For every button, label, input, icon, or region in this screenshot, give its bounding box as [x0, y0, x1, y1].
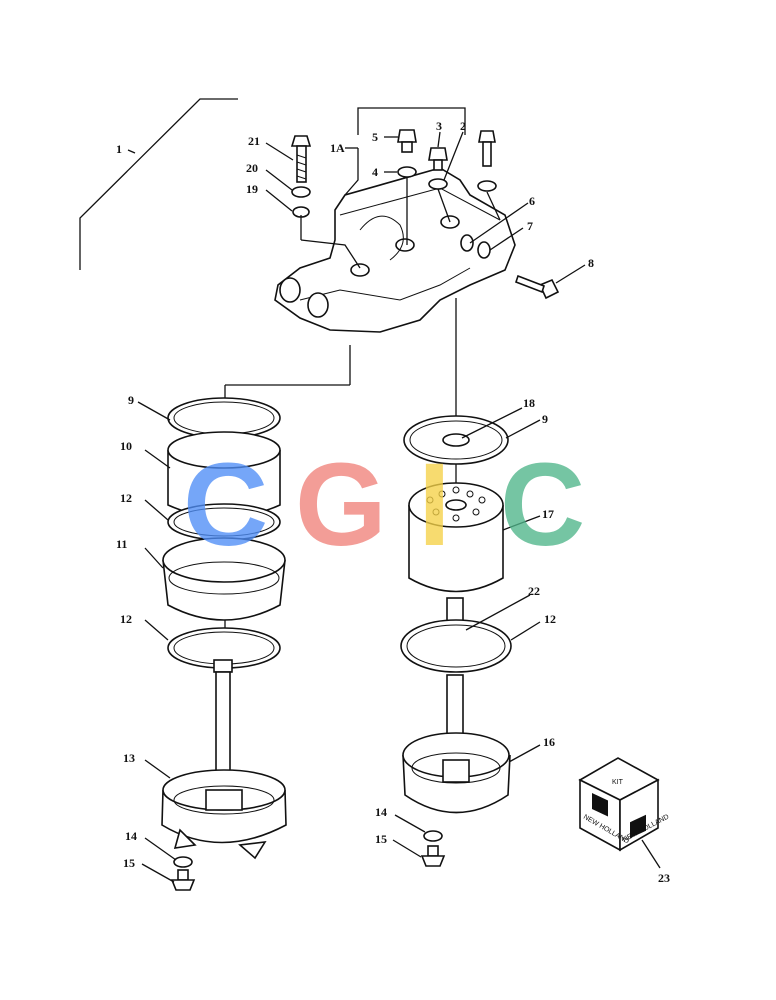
kit-bracket-1a	[357, 107, 466, 135]
callout-12-lower-left: 12	[120, 612, 132, 626]
leader-lines	[127, 131, 661, 883]
callout-11: 11	[116, 537, 127, 551]
bolt-21	[290, 135, 312, 183]
watermark-letter-c2: C	[500, 439, 585, 571]
callout-1: 1	[116, 142, 122, 156]
callout-4: 4	[372, 165, 378, 179]
callout-13: 13	[123, 751, 135, 765]
callout-6: 6	[529, 194, 535, 208]
callout-9-left: 9	[128, 393, 134, 407]
bowl-11	[162, 537, 286, 621]
drain-plug-15-right	[420, 845, 446, 867]
bolt-5	[397, 129, 417, 153]
callout-2: 2	[460, 119, 466, 133]
tube-13	[213, 659, 233, 793]
callout-14-left: 14	[125, 829, 137, 843]
callout-17: 17	[542, 507, 554, 521]
kit-box-23	[578, 757, 660, 852]
callout-10: 10	[120, 439, 132, 453]
callout-12-right: 12	[544, 612, 556, 626]
element-10-left	[167, 431, 281, 519]
washer-3	[428, 178, 448, 190]
callout-3: 3	[436, 119, 442, 133]
callout-16: 16	[543, 735, 555, 749]
callout-7: 7	[527, 219, 533, 233]
filter-element-17	[408, 482, 504, 593]
callout-14-right: 14	[375, 805, 387, 819]
watermark-letter-c1: C	[183, 439, 268, 571]
drain-base-13	[161, 769, 287, 860]
callout-21: 21	[248, 134, 260, 148]
callout-22: 22	[528, 584, 540, 598]
callout-5: 5	[372, 130, 378, 144]
callout-20: 20	[246, 161, 258, 175]
watermark-letter-i: I	[418, 439, 451, 571]
seal-ring-12-right	[400, 619, 512, 673]
callout-8: 8	[588, 256, 594, 270]
bolt-2	[478, 130, 496, 167]
washer-4	[397, 166, 417, 178]
washer-20	[291, 186, 311, 198]
seal-18	[442, 433, 470, 447]
bolt-8	[514, 274, 560, 300]
washer-2	[477, 180, 497, 192]
callout-15-right: 15	[375, 832, 387, 846]
callout-19: 19	[246, 182, 258, 196]
assembly-bracket-1	[79, 98, 238, 270]
washer-14-right	[423, 830, 443, 842]
callout-12-upper-left: 12	[120, 491, 132, 505]
kit-top-label: KIT	[612, 779, 624, 786]
plug-3	[428, 147, 448, 171]
washer-14-left	[173, 856, 193, 868]
drain-plug-15-left	[170, 869, 196, 891]
callout-18: 18	[523, 396, 535, 410]
bowl-16	[402, 732, 511, 814]
callout-23: 23	[658, 871, 670, 885]
seal-ring-12-lower-left	[167, 627, 281, 669]
callout-9-right: 9	[542, 412, 548, 426]
watermark: C G I C	[183, 439, 585, 571]
watermark-letter-g: G	[295, 439, 387, 571]
callout-1a: 1A	[330, 141, 345, 155]
callout-15-left: 15	[123, 856, 135, 870]
filter-head	[274, 167, 516, 333]
